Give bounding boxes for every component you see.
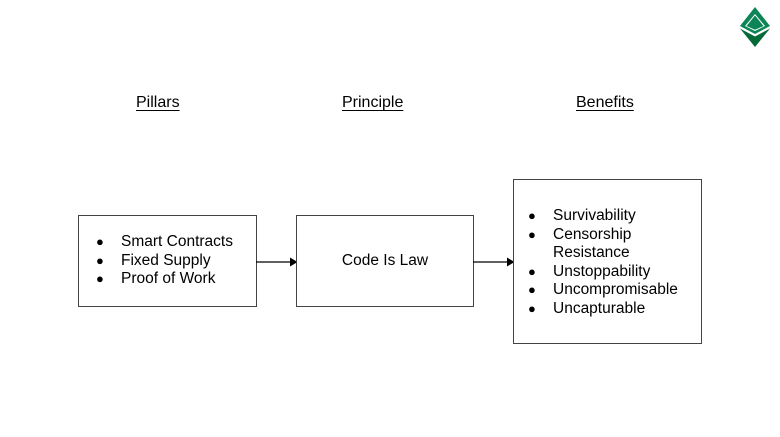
column-heading-pillars: Pillars: [136, 94, 180, 111]
column-heading-principle: Principle: [342, 94, 404, 111]
bullet-dot-icon: ●: [528, 263, 536, 279]
arrow-principle-to-benefits: [473, 256, 515, 268]
bullet-dot-icon: ●: [528, 226, 536, 242]
list-item: ● Uncapturable: [528, 300, 678, 319]
bullet-dot-icon: ●: [96, 252, 104, 268]
list-item: ● Unstoppability: [528, 263, 678, 282]
list-item: ● Survivability: [528, 207, 678, 226]
list-item: ● Censorship Resistance: [528, 226, 678, 263]
benefits-list: ● Survivability ● Censorship Resistance …: [528, 207, 678, 318]
list-item-label: Unstoppability: [553, 262, 651, 280]
list-item: ● Uncompromisable: [528, 281, 678, 300]
list-item-label: Uncompromisable: [553, 281, 678, 298]
bullet-dot-icon: ●: [528, 208, 536, 223]
pillars-box: ● Smart Contracts ● Fixed Supply ● Proof…: [78, 215, 257, 307]
list-item: ● Proof of Work: [96, 270, 233, 289]
pillars-list: ● Smart Contracts ● Fixed Supply ● Proof…: [96, 233, 233, 289]
bullet-dot-icon: ●: [528, 282, 536, 297]
principle-box: Code Is Law: [296, 215, 474, 307]
list-item-label: Proof of Work: [121, 270, 216, 287]
bullet-dot-icon: ●: [96, 234, 104, 249]
benefits-box: ● Survivability ● Censorship Resistance …: [513, 179, 702, 344]
arrow-pillars-to-principle: [256, 256, 298, 268]
bullet-dot-icon: ●: [96, 271, 104, 286]
principle-label: Code Is Law: [341, 252, 429, 269]
list-item-label: Fixed Supply: [121, 251, 211, 269]
list-item-label: Smart Contracts: [121, 233, 233, 250]
bullet-dot-icon: ●: [528, 300, 536, 316]
ethereum-classic-logo: [738, 6, 772, 48]
list-item-label: Survivability: [553, 207, 636, 224]
list-item: ● Smart Contracts: [96, 233, 233, 252]
list-item-label: Censorship Resistance: [553, 225, 632, 262]
list-item-label: Uncapturable: [553, 299, 646, 317]
column-heading-benefits: Benefits: [576, 94, 634, 111]
list-item: ● Fixed Supply: [96, 252, 233, 271]
